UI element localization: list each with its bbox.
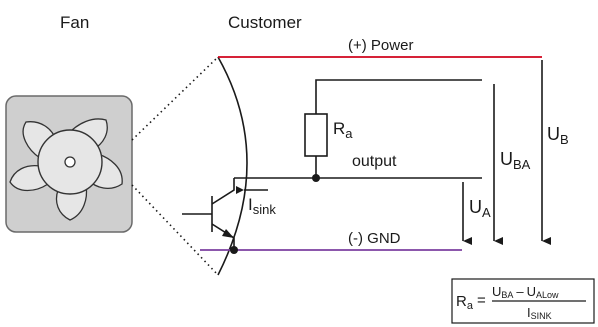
customer-label: Customer [228,13,302,32]
formula-lhs: Ra [456,293,474,312]
formula-equals: = [477,292,486,309]
dotted-connector-top [131,56,219,141]
output-junction-dot [312,174,320,182]
isink-label: Isink [248,195,276,217]
dotted-connector-bottom [131,184,219,276]
fan-label: Fan [60,13,89,32]
ub-label: UB [547,124,569,147]
output-label: output [352,153,397,170]
formula-numerator: UBA–UALow [492,284,559,300]
resistor-label: Ra [333,119,353,141]
uba-label: UBA [500,149,531,172]
formula-box: Ra = UBA–UALow ISINK [451,278,595,324]
ua-label: UA [469,197,491,220]
npn-transistor-symbol [182,178,238,254]
fan-icon [5,95,133,233]
resistor-symbol [304,113,328,157]
formula-denominator: ISINK [527,305,552,321]
gnd-label: (-) GND [348,230,401,247]
customer-boundary-arc [217,56,248,276]
power-label: (+) Power [348,37,413,54]
